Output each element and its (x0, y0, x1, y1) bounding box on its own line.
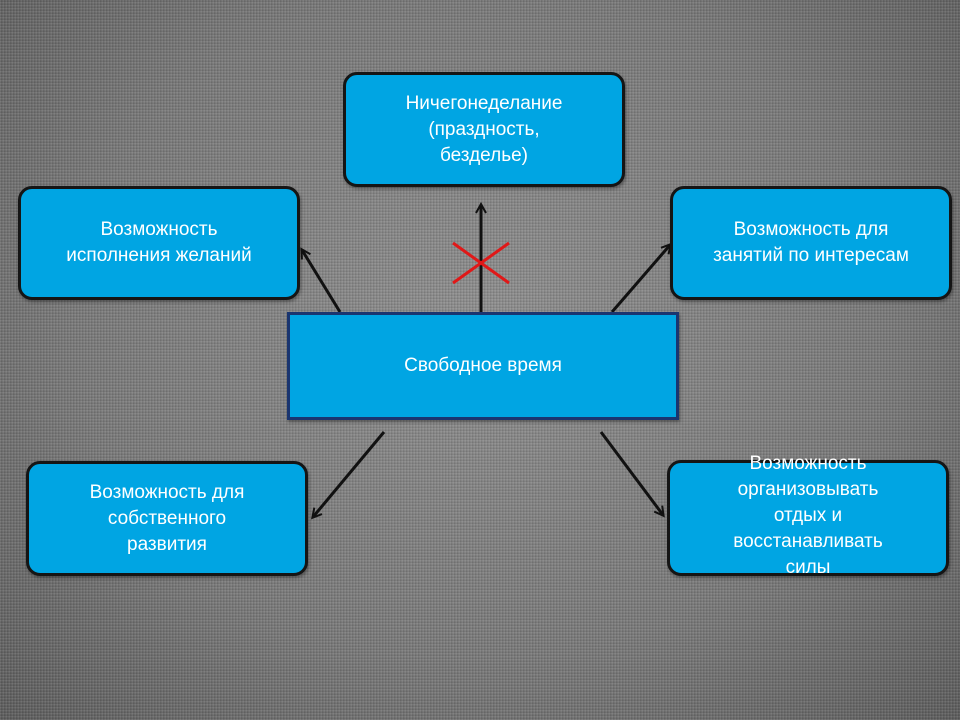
self-development-label: Возможность для собственного развития (89, 481, 245, 555)
arrow-to-right-bottom (599, 431, 663, 515)
hobby-label: Возможность для занятий по интересам (713, 219, 909, 266)
arrow-to-left-bottom (313, 431, 386, 517)
hobby-node: Возможность для занятий по интересам (670, 186, 952, 300)
rest-recovery-label: Возможность организовывать отдых и восст… (733, 453, 883, 578)
wish-fulfillment-label: Возможность исполнения желаний (66, 219, 252, 266)
free-time-node: Свободное время (287, 312, 679, 420)
rest-recovery-node: Возможность организовывать отдых и восст… (667, 453, 949, 578)
arrow-to-right-top (610, 245, 670, 313)
idleness-node: Ничегонеделание (праздность, безделье) (343, 72, 625, 187)
self-development-node: Возможность для собственного развития (26, 461, 308, 576)
idleness-label: Ничегонеделание (праздность, безделье) (405, 92, 563, 166)
cross-mark-icon (452, 241, 510, 285)
wish-fulfillment-node: Возможность исполнения желаний (18, 186, 300, 300)
arrow-to-left-top (302, 250, 342, 313)
free-time-label: Свободное время (404, 355, 562, 376)
